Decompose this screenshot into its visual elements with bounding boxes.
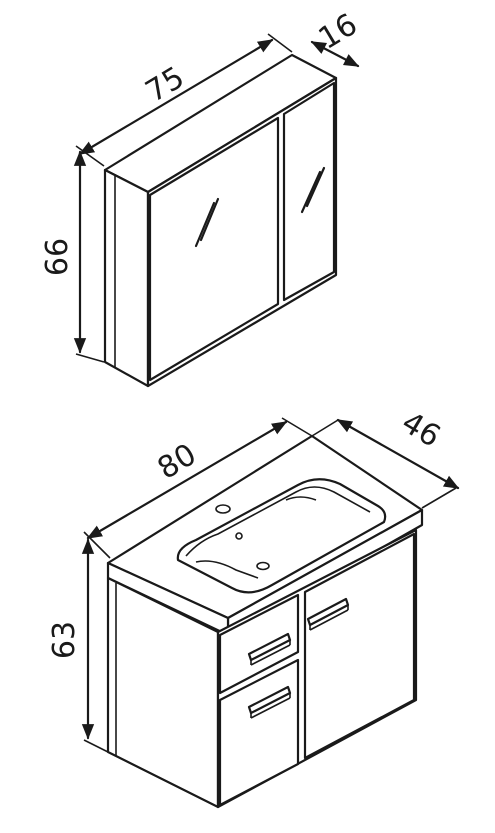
dimension-line-depth	[336, 418, 460, 490]
dimension-label-width: 80	[152, 437, 203, 487]
dimension-label-depth: 16	[313, 7, 364, 57]
overflow-icon	[256, 561, 270, 571]
vanity-basin	[176, 478, 387, 594]
mirror-cabinet: 75 16 66	[40, 7, 364, 388]
vanity-door	[303, 532, 416, 760]
vanity-top-drawer	[218, 593, 300, 695]
mirror-cabinet-side-panel	[103, 168, 150, 388]
dimension-label-height: 66	[40, 238, 75, 276]
mirror-reflection-icon	[194, 197, 220, 248]
mirror-cabinet-right-door	[282, 81, 336, 302]
drawer-handle-icon	[247, 685, 292, 719]
vanity-unit: 80 46 63	[47, 405, 460, 809]
dimension-label-width: 75	[140, 60, 191, 110]
dimension-line-width	[78, 38, 274, 156]
mirror-reflection-icon	[300, 166, 326, 214]
dimension-label-depth: 46	[396, 405, 447, 455]
dimension-line-width	[86, 420, 288, 540]
dimension-line-depth	[310, 40, 360, 68]
door-handle-icon	[306, 597, 350, 631]
dimension-label-height: 63	[47, 621, 82, 659]
drawer-handle-icon	[247, 632, 292, 666]
